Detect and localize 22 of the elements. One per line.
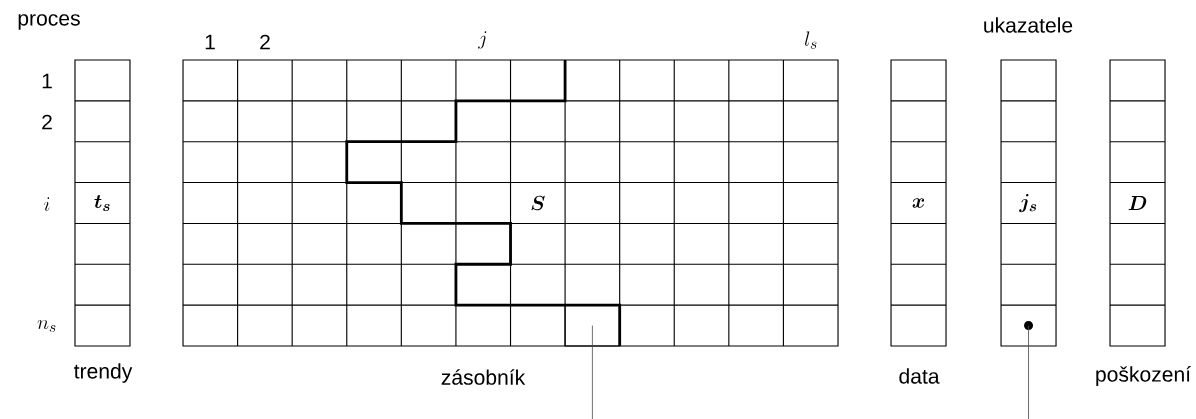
vector-column: $\boldsymbol{j_s}$ <box>1000 59 1057 347</box>
node-label: trendy <box>74 363 133 383</box>
axis-label: $j$ <box>478 31 487 49</box>
leader-line <box>591 325 593 419</box>
node-label: data <box>899 368 940 384</box>
axis-label: $i$ <box>44 197 50 211</box>
matrix-grid: $\boldsymbol{S}$ <box>182 59 839 347</box>
node-label: ukazatele <box>984 17 1073 33</box>
axis-label: $l_s$ <box>805 31 817 49</box>
axis-label: 2 <box>260 34 270 50</box>
axis-label: 1 <box>205 34 215 50</box>
heading: proces <box>18 14 80 30</box>
axis-label: 2 <box>42 114 52 130</box>
grid-cell <box>564 304 621 347</box>
node-label: poškození <box>1096 366 1191 386</box>
axis-label: 1 <box>42 73 52 89</box>
vector-column: $\boldsymbol{D}$ <box>1109 59 1166 347</box>
vector-column: $\boldsymbol{x}$ <box>890 59 947 347</box>
vector-column: $\boldsymbol{t_s}$ <box>74 59 131 347</box>
axis-label: $n_s$ <box>37 319 56 333</box>
leader-line <box>1028 325 1029 419</box>
node-label: zásobník <box>441 369 526 385</box>
